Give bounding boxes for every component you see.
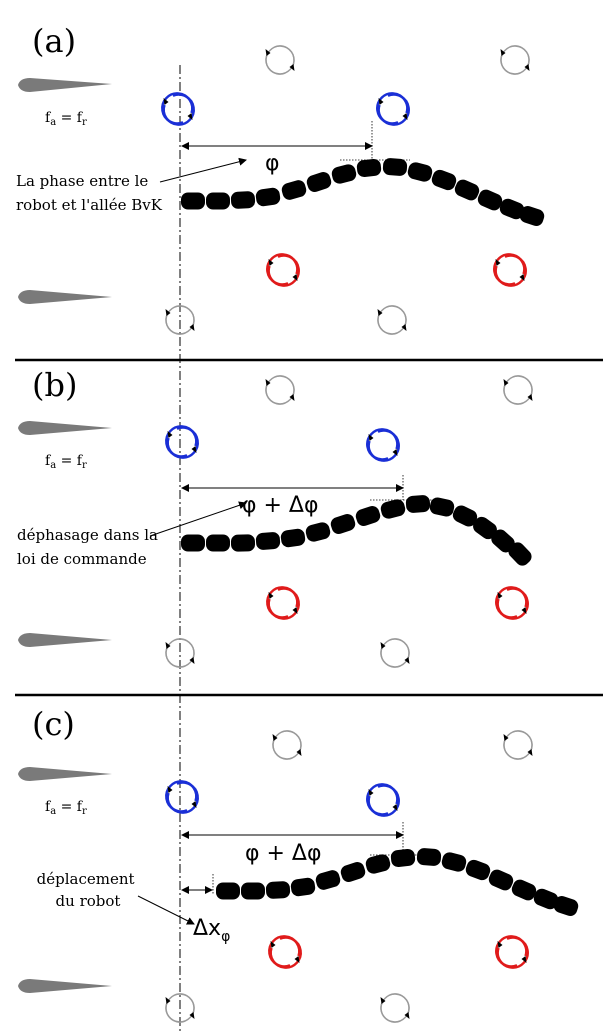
hydrofoil-icon — [18, 633, 112, 647]
robot-segment-icon — [431, 169, 457, 191]
robot-chain — [181, 495, 532, 566]
frequency-label: fa = fr — [45, 453, 87, 471]
robot-segment-icon — [265, 881, 291, 899]
vortex-icon — [265, 45, 295, 75]
vortex-icon — [165, 425, 199, 459]
robot-segment-icon — [407, 162, 433, 182]
robot-segment-icon — [416, 848, 442, 866]
robot-segment-icon — [305, 522, 331, 542]
vortex-icon — [165, 993, 195, 1023]
vortex-icon — [272, 730, 302, 760]
shift-label: Δxφ — [193, 916, 230, 945]
robot-segment-icon — [380, 499, 406, 519]
vortex-icon — [165, 638, 195, 668]
robot-segment-icon — [216, 882, 240, 900]
hydrofoil-icon — [18, 767, 112, 781]
robot-segment-icon — [511, 879, 537, 901]
vortex-icon — [377, 305, 407, 335]
vortex-icon — [165, 780, 199, 814]
robot-segment-icon — [488, 869, 514, 891]
vortex-icon — [503, 730, 533, 760]
robot-segment-icon — [365, 854, 391, 874]
robot-chain — [181, 158, 545, 226]
annotation-arrow — [149, 501, 247, 537]
vortex-icon — [376, 92, 410, 126]
vortex-icon — [161, 92, 195, 126]
annotation-arrow — [159, 157, 247, 183]
robot-segment-icon — [356, 158, 382, 178]
robot-chain — [216, 848, 579, 916]
vortex-icon — [500, 45, 530, 75]
vortex-icon — [265, 375, 295, 405]
vortex-icon — [495, 935, 529, 969]
vortex-icon — [268, 935, 302, 969]
vortex-icon — [493, 253, 527, 287]
frequency-label: fa = fr — [45, 799, 87, 817]
robot-segment-icon — [355, 506, 381, 526]
robot-segment-icon — [491, 529, 515, 553]
vortex-icon — [366, 428, 400, 462]
vortex-icon — [380, 638, 410, 668]
robot-segment-icon — [315, 870, 341, 890]
panel-label: (a) — [32, 22, 76, 60]
robot-segment-icon — [508, 542, 532, 566]
annotation-arrow — [137, 895, 195, 925]
robot-segment-icon — [241, 882, 265, 900]
robot-segment-icon — [473, 516, 497, 540]
robot-segment-icon — [390, 848, 416, 868]
vortex-icon — [503, 375, 533, 405]
vortex-icon — [266, 586, 300, 620]
robot-segment-icon — [441, 852, 467, 872]
robot-segment-icon — [533, 888, 559, 910]
robot-segment-icon — [230, 534, 256, 552]
robot-segment-icon — [206, 192, 230, 210]
panel-a: (a) fa = fr φ La phase entre le robot et… — [16, 22, 545, 335]
annotation-text: La phase entre le robot et l'allée BvK — [16, 172, 163, 214]
robot-segment-icon — [454, 179, 480, 201]
hydrofoil-icon — [18, 78, 112, 92]
panel-b: (b) fa = fr φ + Δφ déphasage dans la loi… — [17, 366, 533, 668]
phase-label: φ — [265, 151, 280, 176]
robot-segment-icon — [331, 164, 357, 184]
robot-segment-icon — [181, 534, 205, 552]
vortex-icon — [495, 586, 529, 620]
vortex-icon — [380, 993, 410, 1023]
hydrofoil-icon — [18, 421, 112, 435]
annotation-text: déplacement du robot — [37, 870, 140, 910]
robot-segment-icon — [429, 497, 455, 517]
phase-label: φ + Δφ — [245, 841, 322, 866]
robot-segment-icon — [181, 192, 205, 210]
frequency-label: fa = fr — [45, 110, 87, 128]
robot-segment-icon — [340, 862, 366, 882]
panel-label: (b) — [32, 366, 77, 404]
robot-segment-icon — [330, 514, 356, 534]
robot-segment-icon — [255, 187, 281, 207]
hydrofoil-icon — [18, 290, 112, 304]
robot-segment-icon — [206, 534, 230, 552]
robot-segment-icon — [465, 859, 491, 881]
vortex-icon — [266, 253, 300, 287]
robot-segment-icon — [255, 532, 281, 550]
robot-segment-icon — [405, 495, 431, 513]
panel-c: (c) fa = fr φ + Δφ déplacement du robot … — [18, 705, 579, 1023]
vortex-icon — [165, 305, 195, 335]
phase-label: φ + Δφ — [242, 493, 319, 518]
robot-segment-icon — [382, 158, 408, 176]
robot-segment-icon — [230, 191, 256, 209]
robot-segment-icon — [280, 528, 306, 548]
robot-segment-icon — [306, 172, 332, 192]
annotation-text: déphasage dans la loi de commande — [17, 526, 163, 568]
robot-segment-icon — [290, 877, 316, 897]
vortex-icon — [366, 783, 400, 817]
robot-segment-icon — [519, 206, 545, 226]
panel-label: (c) — [32, 705, 75, 743]
hydrofoil-icon — [18, 979, 112, 993]
robot-segment-icon — [281, 180, 307, 200]
robot-segment-icon — [477, 189, 503, 211]
robot-segment-icon — [553, 896, 579, 916]
robot-segment-icon — [452, 505, 478, 527]
robot-segment-icon — [499, 198, 525, 220]
